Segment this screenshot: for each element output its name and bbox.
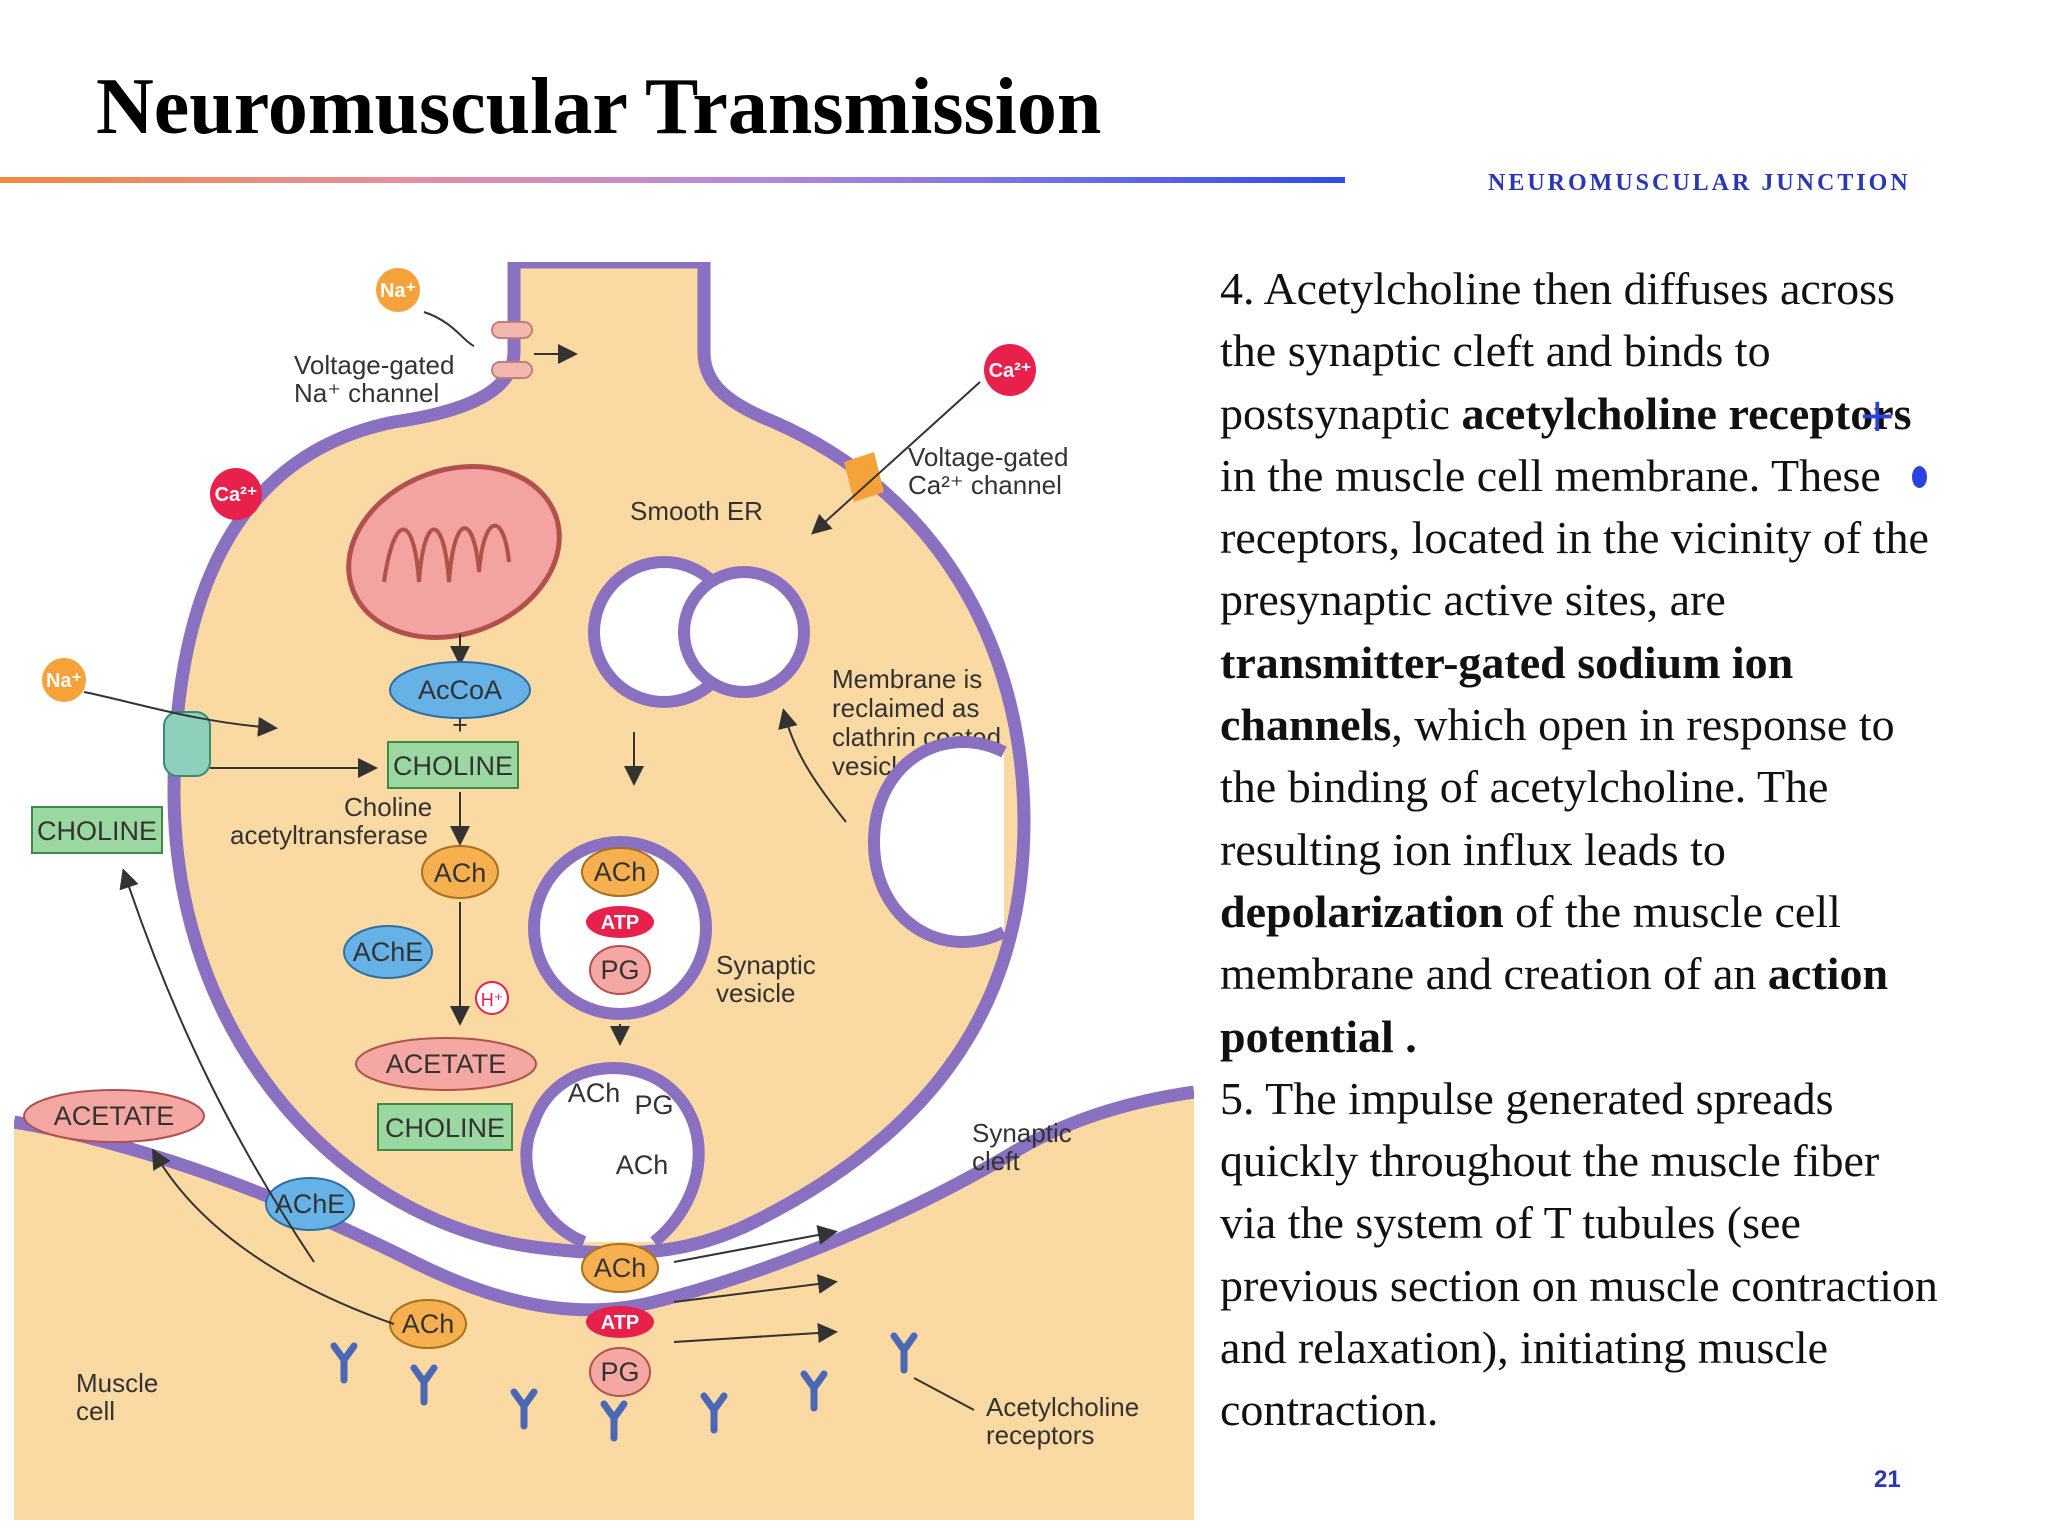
svg-text:Acetylcholine: Acetylcholine [986,1392,1139,1422]
svg-text:Synaptic: Synaptic [972,1118,1072,1148]
svg-text:CHOLINE: CHOLINE [37,816,157,846]
svg-text:AChE: AChE [275,1189,346,1219]
fusing-vesicle [520,1062,705,1248]
svg-text:cell: cell [76,1396,115,1426]
svg-text:Synaptic: Synaptic [716,950,816,980]
section-label: NEUROMUSCULAR JUNCTION [1488,170,1911,196]
ca-channel-icon [844,452,884,502]
choline-box [387,741,519,789]
svg-text:CHOLINE: CHOLINE [385,1113,505,1143]
svg-text:Choline: Choline [344,792,432,822]
ca-ion-icon [984,344,1036,396]
body-text: 4. Acetylcholine then diffuses across th… [1220,258,1940,1442]
na-ion-icon-2 [42,658,86,702]
choline-box-2 [377,1103,513,1151]
clathrin-vesicle-icon [867,736,1007,948]
svg-text:Muscle: Muscle [76,1368,158,1398]
svg-text:Voltage-gated: Voltage-gated [908,442,1068,472]
svg-text:ACh: ACh [402,1309,455,1339]
plus-mark: + [1858,388,1897,442]
svg-text:AcCoA: AcCoA [418,675,502,705]
svg-text:Membrane is: Membrane is [832,664,982,694]
slide-title: Neuromuscular Transmission [96,63,1102,151]
svg-text:ACETATE: ACETATE [54,1101,175,1131]
svg-text:acetyltransferase: acetyltransferase [230,820,428,850]
ach-receptors-icon [330,1332,918,1442]
bullet-dot [1912,466,1927,488]
svg-text:+: + [452,710,468,740]
svg-text:ACh: ACh [594,857,647,887]
svg-text:Na⁺: Na⁺ [380,280,416,302]
svg-text:PG: PG [634,1090,673,1120]
svg-text:ATP: ATP [601,912,640,934]
svg-text:receptors: receptors [986,1420,1094,1450]
choline-transporter-icon [163,711,211,777]
svg-text:H⁺: H⁺ [481,990,504,1010]
title-gradient-rule [0,177,1345,183]
svg-text:PG: PG [600,955,639,985]
step-4-paragraph: 4. Acetylcholine then diffuses across th… [1220,263,1929,1062]
svg-text:ACh: ACh [594,1253,647,1283]
svg-text:Na⁺: Na⁺ [46,670,82,692]
ca-ion-icon-2 [210,468,262,520]
svg-text:Ca²⁺ channel: Ca²⁺ channel [908,470,1062,500]
ach-oval-1 [421,845,499,899]
ach-oval-2 [389,1299,467,1349]
svg-text:PG: PG [600,1357,639,1387]
svg-text:Ca²⁺: Ca²⁺ [989,360,1032,382]
svg-text:Ca²⁺: Ca²⁺ [215,484,258,506]
svg-text:ACh: ACh [568,1078,621,1108]
ache-oval-2 [265,1177,355,1231]
ach-oval-cleft [581,1243,659,1293]
svg-text:Smooth ER: Smooth ER [630,496,763,526]
svg-text:ATP: ATP [553,1147,592,1169]
page-number: 21 [1874,1466,1901,1493]
muscle-membrane [14,1085,1194,1317]
svg-text:CHOLINE: CHOLINE [393,751,513,781]
svg-text:AChE: AChE [353,937,424,967]
svg-text:Voltage-gated: Voltage-gated [294,350,454,380]
neuromuscular-junction-diagram: Na⁺ Voltage-gated Na⁺ channel Ca²⁺ Volta… [14,262,1194,1520]
na-ion-icon [376,268,420,312]
svg-text:reclaimed as: reclaimed as [832,693,979,723]
acetate-oval-2 [23,1089,205,1143]
muscle-cell-region [14,1092,1194,1520]
na-channel-icon [491,321,533,339]
acoa-oval [389,661,531,719]
choline-box-left [31,806,163,854]
ache-oval-1 [343,925,433,979]
svg-text:ATP: ATP [601,1312,640,1334]
acetate-oval-1 [355,1037,537,1091]
svg-text:vesicle: vesicle [716,978,795,1008]
svg-text:ACETATE: ACETATE [386,1049,507,1079]
svg-text:Na⁺ channel: Na⁺ channel [294,378,439,408]
h-ion-icon [475,981,509,1015]
svg-text:ACh: ACh [616,1150,669,1180]
svg-text:ACh: ACh [434,858,487,888]
svg-text:cleft: cleft [972,1146,1020,1176]
step-5-paragraph: 5. The impulse generated spreads quickly… [1220,1072,1938,1436]
